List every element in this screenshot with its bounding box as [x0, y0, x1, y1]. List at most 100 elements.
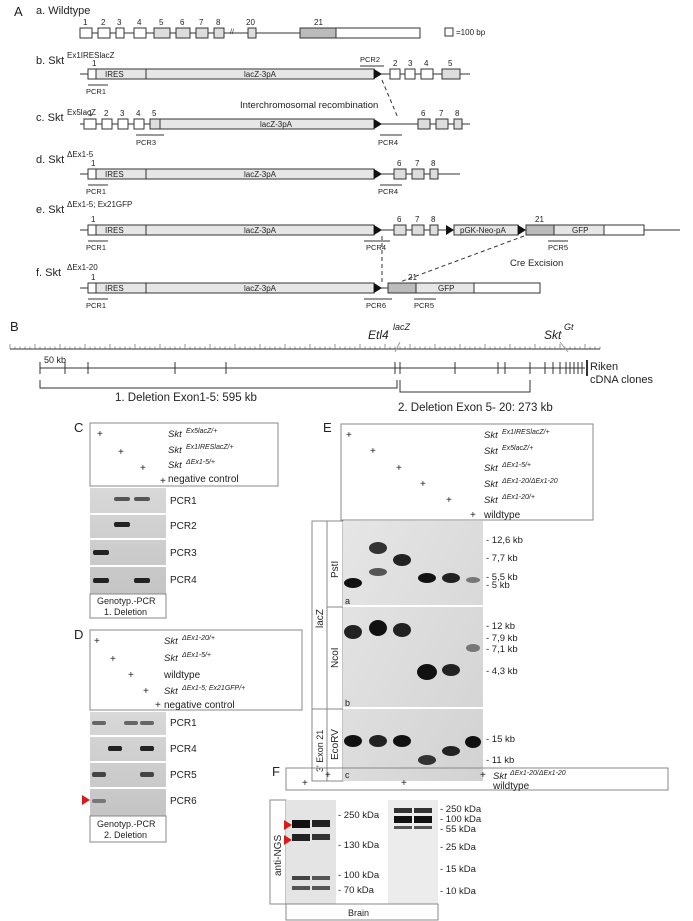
panel-label-C: C: [74, 420, 83, 435]
svg-text:d. Skt: d. Skt: [36, 154, 64, 166]
allele-dex1-20: f. Skt ΔEx1-20 IRES lacZ-3pA GFP 1 21 PC…: [36, 263, 541, 310]
svg-text:Skt: Skt: [164, 653, 178, 664]
svg-text:IRES: IRES: [105, 226, 124, 235]
svg-text:PCR2: PCR2: [170, 521, 197, 532]
svg-text:wildtype: wildtype: [492, 781, 530, 792]
svg-text:Skt: Skt: [484, 430, 498, 441]
svg-text:7: 7: [439, 109, 444, 118]
svg-text:8: 8: [431, 215, 436, 224]
svg-text:+: +: [155, 700, 161, 711]
svg-text:+: +: [325, 770, 331, 781]
svg-text:7: 7: [199, 18, 204, 27]
svg-text:Ex5lacZ/+: Ex5lacZ/+: [186, 428, 217, 435]
svg-text:ΔEx1-5: ΔEx1-5: [67, 150, 94, 159]
exon-box: [175, 27, 191, 39]
svg-text:6: 6: [397, 159, 402, 168]
svg-text:pGK-Neo-pA: pGK-Neo-pA: [460, 226, 506, 235]
svg-text:8: 8: [455, 109, 460, 118]
svg-text:PCR2: PCR2: [360, 55, 380, 64]
svg-text:21: 21: [314, 18, 323, 27]
svg-text:anti-NGS: anti-NGS: [273, 835, 284, 876]
svg-text:2: 2: [393, 59, 398, 68]
scale-50kb: 50 kb: [44, 355, 66, 365]
svg-text:+: +: [396, 463, 402, 474]
svg-text:+: +: [470, 510, 476, 521]
exon-box: [247, 27, 257, 39]
skt-label: Skt: [544, 328, 562, 342]
svg-text:5: 5: [159, 18, 164, 27]
svg-text:ΔEx1-5/+: ΔEx1-5/+: [185, 459, 215, 466]
svg-text:ΔEx1-20/ΔEx1-20: ΔEx1-20/ΔEx1-20: [509, 770, 566, 777]
svg-text:PCR1: PCR1: [170, 496, 197, 507]
svg-text://: //: [230, 29, 234, 36]
etl4-label: Etl4: [368, 328, 389, 342]
svg-text:1: 1: [91, 215, 96, 224]
svg-text:PCR1: PCR1: [86, 187, 106, 196]
svg-text:wildtype: wildtype: [163, 670, 201, 681]
svg-text:+: +: [97, 429, 103, 440]
interchromosomal-label: Interchromosomal recombination: [240, 100, 378, 111]
svg-text:2: 2: [104, 109, 109, 118]
svg-text:- 55 kDa: - 55 kDa: [440, 824, 477, 835]
svg-text:1: 1: [91, 273, 96, 282]
svg-text:negative control: negative control: [164, 700, 235, 711]
svg-text:21: 21: [535, 215, 544, 224]
svg-text:3' Exon 21: 3' Exon 21: [315, 730, 325, 772]
svg-text:ΔEx1-20: ΔEx1-20: [67, 263, 98, 272]
riken-label: Riken: [590, 361, 618, 373]
svg-text:3: 3: [117, 18, 122, 27]
svg-text:4: 4: [137, 18, 142, 27]
svg-text:IRES: IRES: [105, 170, 124, 179]
svg-text:Genotyp.-PCR: Genotyp.-PCR: [97, 819, 156, 829]
svg-text:- 5 kb: - 5 kb: [486, 580, 510, 591]
svg-text:- 4,3 kb: - 4,3 kb: [486, 666, 518, 677]
svg-text:6: 6: [421, 109, 426, 118]
allele-label: a. Wildtype: [36, 5, 90, 17]
svg-text:Ex5lacZ: Ex5lacZ: [67, 108, 96, 117]
svg-text:- 25 kDa: - 25 kDa: [440, 842, 477, 853]
svg-text:PCR1: PCR1: [86, 301, 106, 310]
svg-text:Skt: Skt: [484, 495, 498, 506]
svg-text:PCR4: PCR4: [170, 575, 197, 586]
svg-text:4: 4: [136, 109, 141, 118]
svg-text:ΔEx1-20/+: ΔEx1-20/+: [501, 494, 535, 501]
svg-text:6: 6: [397, 215, 402, 224]
svg-text:ΔEx1-20/ΔEx1-20: ΔEx1-20/ΔEx1-20: [501, 478, 558, 485]
svg-text:- 7,1 kb: - 7,1 kb: [486, 644, 518, 655]
svg-text:1. Deletion: 1. Deletion: [104, 607, 147, 617]
svg-text:ΔEx1-5; Ex21GFP/+: ΔEx1-5; Ex21GFP/+: [181, 685, 245, 692]
svg-text:PCR5: PCR5: [548, 243, 568, 252]
svg-text:ΔEx1-5; Ex21GFP: ΔEx1-5; Ex21GFP: [67, 200, 132, 209]
svg-text:Ex5lacZ/+: Ex5lacZ/+: [502, 445, 533, 452]
svg-text:4: 4: [424, 59, 429, 68]
western-panel-F: + + + + Skt ΔEx1-20/ΔEx1-20 wildtype ant…: [269, 767, 669, 921]
svg-text:c: c: [345, 770, 350, 780]
deletion-1-label: 1. Deletion Exon1-5: 595 kb: [115, 392, 257, 404]
svg-text:6: 6: [180, 18, 185, 27]
scale-box: [444, 27, 454, 37]
svg-text:3: 3: [120, 109, 125, 118]
svg-text:IRES: IRES: [105, 70, 124, 79]
svg-text:NcoI: NcoI: [330, 647, 341, 668]
svg-text:PCR4: PCR4: [378, 138, 398, 147]
svg-text:+: +: [140, 463, 146, 474]
svg-text:PCR1: PCR1: [86, 243, 106, 252]
svg-text:+: +: [346, 430, 352, 441]
svg-text:- 11 kb: - 11 kb: [486, 755, 514, 766]
svg-text:Skt: Skt: [168, 429, 182, 440]
svg-text:+: +: [110, 654, 116, 665]
svg-text:- 12 kb: - 12 kb: [486, 621, 515, 632]
svg-text:GFP: GFP: [572, 226, 588, 235]
svg-text:1: 1: [92, 59, 97, 68]
svg-text:Skt: Skt: [164, 636, 178, 647]
svg-text:Ex1IRESlacZ/+: Ex1IRESlacZ/+: [186, 444, 234, 451]
svg-text:- 100 kDa: - 100 kDa: [440, 814, 482, 825]
svg-text:PCR1: PCR1: [86, 87, 106, 96]
svg-text:PCR5: PCR5: [414, 301, 434, 310]
gel-panel-D: + + + + + Skt ΔEx1-20/+ Skt ΔEx1-5/+ wil…: [82, 629, 303, 843]
allele-dex1-5-ex21gfp: e. Skt ΔEx1-5; Ex21GFP IRES lacZ-3pA pGK…: [36, 200, 680, 252]
svg-text:2: 2: [101, 18, 106, 27]
svg-text:7: 7: [415, 215, 420, 224]
allele-wildtype: a. Wildtype // 1 2 3 4 5 6 7 8 20 21 =10…: [36, 5, 486, 39]
svg-text:- 250 kDa: - 250 kDa: [440, 804, 482, 815]
